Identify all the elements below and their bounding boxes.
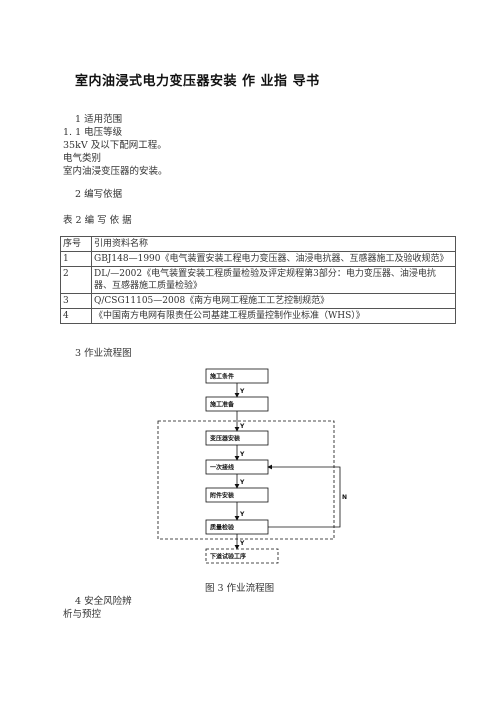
table-header-cell: 引用资料名称 xyxy=(91,236,456,252)
section-1-2-heading: 电气类别 xyxy=(63,153,102,164)
reference-table: 序号 引用资料名称 1 GBJ148—1990《电气装置安装工程电力变压器、油浸… xyxy=(60,236,456,324)
flow-step-box: 施工条件 xyxy=(205,368,269,384)
flow-yes-label: Y xyxy=(239,451,245,458)
table-cell: 《中国南方电网有限责任公司基建工程质量控制作业标准（WHS）》 xyxy=(91,308,456,324)
flow-no-loop xyxy=(267,464,341,528)
table-cell: GBJ148—1990《电气装置安装工程电力变压器、油浸电抗器、互感器施工及验收… xyxy=(91,251,456,267)
figure-caption: 图 3 作业流程图 xyxy=(205,583,275,594)
flow-yes-label: Y xyxy=(239,423,245,430)
section-1-1-heading: 1. 1 电压等级 xyxy=(63,127,123,138)
flow-step-label: 一次接线 xyxy=(210,464,234,472)
flow-step-label: 施工准备 xyxy=(210,401,235,409)
flow-step-box: 一次接线 xyxy=(205,459,269,475)
section-2-heading: 2 编写依据 xyxy=(75,189,123,200)
flow-step-label: 施工条件 xyxy=(210,373,234,381)
table-cell: 1 xyxy=(60,251,92,267)
section-1-1-body: 35kV 及以下配网工程。 xyxy=(63,140,167,151)
flow-step-label: 下道试验工序 xyxy=(210,553,246,561)
section-1-heading: 1 适用范围 xyxy=(75,114,123,125)
table-cell: Q/CSG11105—2008《南方电网工程施工工艺控制规范》 xyxy=(91,293,456,309)
table-header-cell: 序号 xyxy=(60,236,92,252)
flow-no-label: N xyxy=(342,494,347,501)
table-cell: 3 xyxy=(60,293,92,309)
section-4-heading-cont: 析与预控 xyxy=(63,609,102,620)
table-row: 3 Q/CSG11105—2008《南方电网工程施工工艺控制规范》 xyxy=(60,293,456,309)
page-title: 室内油浸式电力变压器安装 作 业指 导书 xyxy=(75,74,320,89)
flow-step-label: 附件安装 xyxy=(210,492,234,500)
flow-yes-label: Y xyxy=(239,388,245,395)
section-1-2-body: 室内油浸变压器的安装。 xyxy=(63,166,168,177)
table-header-row: 序号 引用资料名称 xyxy=(60,236,456,252)
table-cell: 2 xyxy=(60,266,92,294)
table-row: 1 GBJ148—1990《电气装置安装工程电力变压器、油浸电抗器、互感器施工及… xyxy=(60,251,456,267)
table-row: 2 DL/—2002《电气装置安装工程质量检验及评定规程第3部分：电力变压器、油… xyxy=(60,266,456,294)
process-flowchart: 施工条件 施工准备 变压器安装 一次接线 附件安装 质量检验 下道试验工序 Y … xyxy=(157,368,347,564)
flow-step-box: 变压器安装 xyxy=(205,430,269,446)
section-4-heading: 4 安全风险辨 xyxy=(75,596,132,607)
flow-loop-frame xyxy=(157,420,335,540)
flow-step-box-dashed: 下道试验工序 xyxy=(205,548,279,564)
table-row: 4 《中国南方电网有限责任公司基建工程质量控制作业标准（WHS）》 xyxy=(60,308,456,324)
flow-step-box: 附件安装 xyxy=(205,487,269,503)
section-3-heading: 3 作业流程图 xyxy=(75,348,132,359)
table-cell: DL/—2002《电气装置安装工程质量检验及评定规程第3部分：电力变压器、油浸电… xyxy=(91,266,456,294)
table-cell: 4 xyxy=(60,308,92,324)
flow-yes-label: Y xyxy=(239,511,245,518)
flow-yes-label: Y xyxy=(239,479,245,486)
flow-step-box: 施工准备 xyxy=(205,396,269,412)
flow-step-box: 质量检验 xyxy=(205,519,269,535)
flow-step-label: 变压器安装 xyxy=(210,435,240,443)
table-caption: 表 2 编 写 依 据 xyxy=(63,215,132,226)
flow-step-label: 质量检验 xyxy=(210,524,234,532)
flow-yes-label: Y xyxy=(239,540,245,547)
